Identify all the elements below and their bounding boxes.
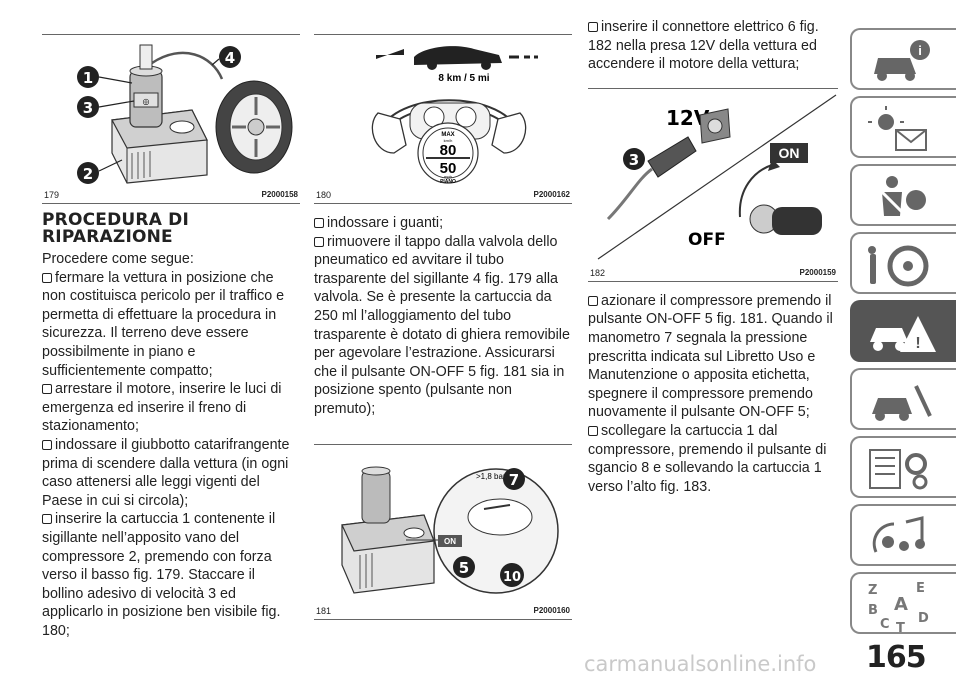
figure-caption: 182 P2000159 — [590, 268, 836, 278]
multimedia-icon — [872, 516, 925, 553]
column-3: inserire il connettore elettrico 6 fig. … — [588, 18, 838, 496]
watermark: carmanualsonline.info — [584, 652, 817, 676]
svg-text:E: E — [916, 581, 925, 596]
bullet-item: rimuovere il tappo dalla valvola dello p… — [314, 233, 570, 417]
callout-4: 4 — [225, 49, 235, 67]
callout-10: 10 — [503, 570, 521, 585]
column-2: 8 km / 5 mi MAX km/h 80 50 mph PIANO 180… — [314, 34, 572, 620]
callout-2: 2 — [83, 165, 93, 183]
warning-lights-icon — [868, 106, 927, 151]
tab-driving[interactable] — [850, 232, 956, 294]
tab-technical-data[interactable] — [850, 436, 956, 498]
bullet-item: indossare i guanti; — [314, 214, 572, 233]
checkbox-bullet-icon — [588, 22, 598, 32]
tab-car-info[interactable]: i — [850, 28, 956, 90]
tab-maintenance[interactable] — [850, 368, 956, 430]
checkbox-bullet-icon — [42, 272, 52, 283]
seatbelt-airbag-icon — [878, 176, 926, 216]
figure-181-illustration: ON >1,8 bar 7 5 10 — [341, 466, 559, 594]
figure-code: P2000159 — [799, 267, 836, 277]
figure-code: P2000158 — [261, 190, 298, 199]
column-1: ◎ 1 4 3 2 179 P2000 — [42, 34, 300, 640]
mph-label: mph — [444, 174, 452, 179]
svg-text:i: i — [918, 43, 922, 58]
bullet-item: inserire la cartuccia 1 contenente il si… — [42, 511, 281, 639]
bullet-item: scollegare la cartuccia 1 dal compressor… — [588, 422, 827, 495]
ignition-on-label: ON — [779, 145, 800, 161]
figure-182-illustration: 12V 3 ON OFF — [597, 94, 837, 260]
figure-code: P2000162 — [533, 190, 570, 199]
ignition-off-label: OFF — [688, 230, 726, 250]
figure-182: 12V 3 ON OFF 182 P2000159 — [588, 87, 838, 282]
checkbox-bullet-icon — [42, 439, 52, 450]
figure-number: 180 — [316, 190, 332, 200]
figure-180-illustration: 8 km / 5 mi MAX km/h 80 50 mph PIANO — [371, 46, 538, 185]
figure-code: P2000160 — [533, 606, 570, 615]
svg-text:A: A — [894, 594, 908, 615]
figure-caption: 179 P2000158 — [44, 190, 298, 200]
bullet-item: arrestare il motore, inserire le luci di… — [42, 381, 282, 435]
checkbox-bullet-icon — [314, 218, 324, 228]
checkbox-bullet-icon — [314, 236, 324, 247]
pressure-label: >1,8 bar — [476, 472, 506, 481]
max-label: MAX — [441, 132, 454, 138]
figure-number: 179 — [44, 190, 60, 200]
svg-text:T: T — [896, 621, 905, 636]
svg-text:!: ! — [915, 335, 920, 352]
figure-caption: 180 P2000162 — [316, 190, 570, 200]
figure-number: 182 — [590, 267, 606, 278]
figure-179: ◎ 1 4 3 2 179 P2000 — [42, 34, 300, 204]
figure-181: ON >1,8 bar 7 5 10 181 P2000160 — [314, 444, 572, 620]
speed-kmh: 80 — [440, 142, 457, 159]
steering-wheel-icon — [868, 245, 929, 287]
paragraph: Procedere come segue: — [42, 251, 194, 267]
tab-safety[interactable] — [850, 164, 956, 226]
kmh-label: km/h — [444, 138, 453, 143]
section-heading: PROCEDURA DI RIPARAZIONE — [42, 210, 190, 247]
bullet-item: azionare il compressore premendo il puls… — [588, 292, 833, 421]
svg-text:C: C — [880, 617, 890, 632]
on-label: ON — [444, 537, 456, 546]
callout-1: 1 — [83, 69, 93, 87]
bullet-item: indossare il giubbotto catarifrangente p… — [42, 436, 290, 509]
speed-mph: 50 — [440, 160, 457, 177]
callout-3: 3 — [629, 151, 639, 169]
checkbox-bullet-icon — [42, 384, 52, 395]
callout-3: 3 — [83, 99, 93, 117]
car-info-icon: i — [874, 40, 930, 81]
tab-emergency[interactable]: ! — [850, 300, 956, 362]
svg-text:◎: ◎ — [143, 97, 150, 106]
page-number: 165 — [866, 640, 927, 675]
technical-data-icon — [869, 449, 928, 490]
tab-warning-lights[interactable] — [850, 96, 956, 158]
figure-179-illustration: ◎ 1 4 3 2 — [77, 44, 293, 184]
speed-label: 8 km / 5 mi — [438, 73, 489, 84]
checkbox-bullet-icon — [588, 295, 598, 306]
svg-text:Z: Z — [868, 583, 877, 598]
checkbox-bullet-icon — [42, 514, 52, 525]
tab-index[interactable]: Z E B A C T D — [850, 572, 956, 636]
svg-text:B: B — [868, 603, 878, 618]
index-icon: Z E B A C T D — [868, 581, 929, 636]
callout-7: 7 — [509, 471, 519, 489]
figure-180: 8 km / 5 mi MAX km/h 80 50 mph PIANO 180… — [314, 34, 572, 204]
bullet-item: inserire il connettore elettrico 6 fig. … — [588, 19, 819, 73]
figure-caption: 181 P2000160 — [316, 606, 570, 616]
svg-text:D: D — [918, 611, 929, 626]
figure-number: 181 — [316, 606, 332, 616]
maintenance-icon — [872, 385, 932, 421]
callout-5: 5 — [459, 559, 469, 577]
tab-multimedia[interactable] — [850, 504, 956, 566]
emergency-icon: ! — [870, 316, 936, 352]
piano-label: PIANO — [440, 179, 456, 185]
bullet-item: fermare la vettura in posizione che non … — [42, 269, 285, 379]
checkbox-bullet-icon — [588, 425, 598, 436]
